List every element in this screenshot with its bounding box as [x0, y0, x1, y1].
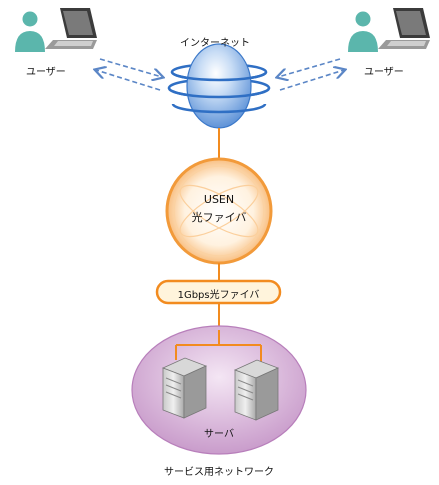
server-right-icon — [233, 359, 280, 421]
user-right-person-icon — [348, 11, 378, 52]
user-left-person-icon — [15, 11, 45, 52]
server-branch-lines — [175, 344, 262, 362]
internet-globe-icon — [167, 43, 271, 129]
server-label: サーバ — [204, 429, 234, 440]
left-user-arrows — [96, 58, 162, 91]
service-network-label: サービス用ネットワーク — [164, 467, 274, 478]
user-left-laptop-icon — [45, 8, 97, 49]
user-right-label: ユーザー — [364, 67, 404, 78]
user-left-label: ユーザー — [26, 67, 66, 78]
user-right-laptop-icon — [378, 8, 430, 49]
server-left-icon — [161, 357, 208, 419]
right-user-arrows — [278, 58, 344, 91]
link-label: 1Gbps光ファイバ — [177, 290, 260, 301]
internet-label: インターネット — [180, 38, 250, 49]
usen-label-line1: USEN — [203, 193, 235, 206]
usen-label-line2: 光ファイバ — [191, 211, 247, 224]
usen-fiber-node — [165, 157, 273, 265]
